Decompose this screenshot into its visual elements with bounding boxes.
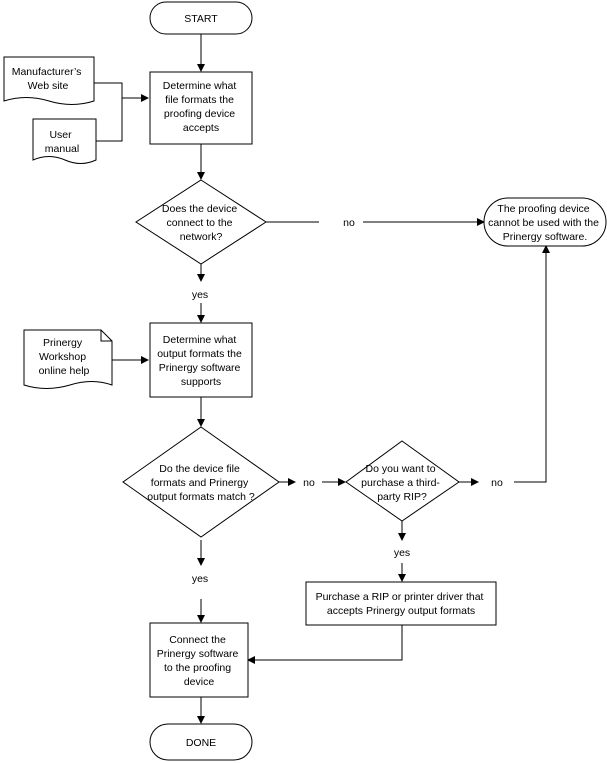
purchase-rip-label: Purchase a RIP or printer driver that ac… [316,591,487,617]
connect-label: Connect the Prinergy software to the pro… [157,634,242,688]
cannot-be-used-terminator [483,197,607,247]
no-label-3: no [491,477,503,489]
match-decision [122,426,280,538]
determine-output-formats-box [149,322,253,398]
arrow-purchase-to-connect [247,625,403,664]
manufacturer-website-document [3,56,95,105]
prinergy-help-document [23,329,113,389]
connectors [92,34,550,724]
cannot-be-used-label: The proofing device cannot be used with … [488,203,602,243]
determine-output-formats-label: Determine what output formats the Priner… [157,334,245,388]
arrow-manual-to-determine [96,98,123,142]
arrow-no-to-cannot-2 [514,245,550,483]
connect-box [149,622,249,698]
start-label: START [184,13,218,25]
network-decision-label: Does the device connect to the network? [162,203,240,243]
user-manual-label: User manual [45,129,79,155]
network-decision [135,179,267,265]
no-label-1: no [343,217,355,229]
rip-decision [345,440,460,522]
done-label: DONE [186,737,216,749]
no-label-2: no [303,477,315,489]
determine-file-formats-box [149,71,253,145]
start-terminator [149,1,253,35]
done-terminator [149,723,253,761]
arrow-website-to-determine [92,82,149,102]
manufacturer-website-label: Manufacturer’s Web site [12,66,85,92]
yes-label-1: yes [192,289,208,301]
determine-file-formats-label: Determine what file formats the proofing… [163,80,239,134]
purchase-rip-box [305,581,497,626]
prinergy-help-label: Prinergy Workshop online help [39,337,90,377]
yes-label-3: yes [192,573,208,585]
prinergy-help-document-fold [100,330,112,342]
user-manual-document [32,118,97,164]
match-decision-label: Do the device file formats and Prinergy … [147,463,255,503]
yes-label-2: yes [394,547,410,559]
rip-decision-label: Do you want to purchase a third- party R… [361,463,443,503]
